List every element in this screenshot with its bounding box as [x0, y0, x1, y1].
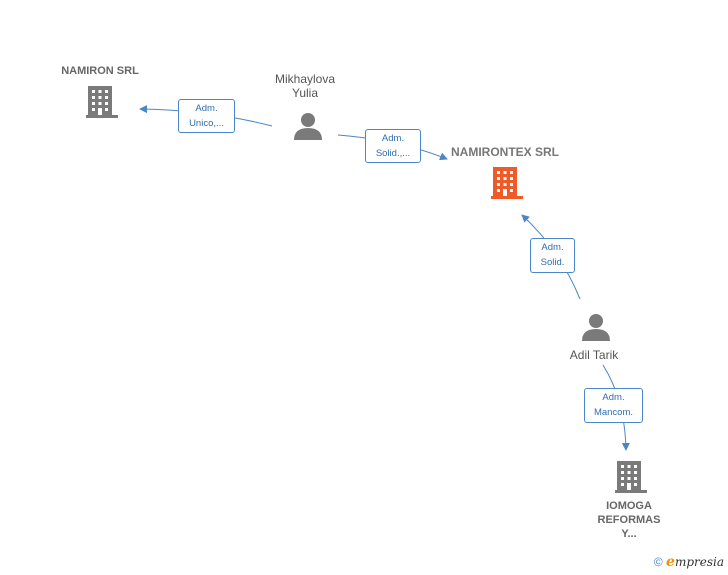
node-label-mikhaylova[interactable]: Mikhaylova Yulia	[255, 72, 355, 100]
company-name-line: IOMOGA	[606, 500, 652, 512]
company-name: NAMIRON SRL	[61, 65, 139, 77]
role-line: Adm.	[541, 242, 564, 253]
edge-label-adil-namirontex[interactable]: Adm. Solid.	[530, 238, 575, 273]
role-line: Mancom.	[593, 407, 634, 418]
role-line: Adm.	[602, 392, 625, 403]
company-name: NAMIRONTEX SRL	[451, 145, 559, 159]
person-name: Adil Tarik	[569, 348, 619, 362]
person-icon[interactable]	[582, 314, 610, 341]
brand-footer: © empresia	[654, 554, 724, 570]
person-name-line: Mikhaylova	[274, 72, 336, 86]
role-line: Adm.	[195, 103, 218, 114]
edge-label-mikhaylova-namirontex[interactable]: Adm. Solid.,...	[365, 129, 421, 163]
building-icon[interactable]	[86, 86, 118, 118]
copyright-symbol: ©	[653, 555, 663, 569]
node-label-namiron[interactable]: NAMIRON SRL	[40, 64, 160, 78]
edge-label-mikhaylova-namiron[interactable]: Adm. Unico,...	[178, 99, 235, 133]
brand-logo: empresia	[666, 554, 724, 570]
node-label-namirontex[interactable]: NAMIRONTEX SRL	[430, 145, 580, 159]
role-line: Adm.	[381, 133, 405, 144]
node-label-adil[interactable]: Adil Tarik	[549, 348, 639, 362]
company-name-line: REFORMAS	[597, 514, 661, 526]
company-name-line: Y...	[621, 528, 637, 540]
edge-label-adil-iomoga[interactable]: Adm. Mancom.	[584, 388, 643, 423]
building-icon[interactable]	[615, 461, 647, 493]
main-building-icon[interactable]	[491, 167, 523, 199]
node-label-iomoga[interactable]: IOMOGA REFORMAS Y...	[584, 499, 674, 541]
role-line: Solid.,...	[375, 148, 411, 159]
person-icon[interactable]	[294, 113, 322, 140]
role-line: Solid.	[540, 257, 565, 268]
person-name-line: Yulia	[291, 86, 319, 100]
role-line: Unico,...	[189, 118, 224, 129]
brand-initial: e	[666, 554, 675, 570]
brand-rest: mpresia	[674, 555, 724, 569]
